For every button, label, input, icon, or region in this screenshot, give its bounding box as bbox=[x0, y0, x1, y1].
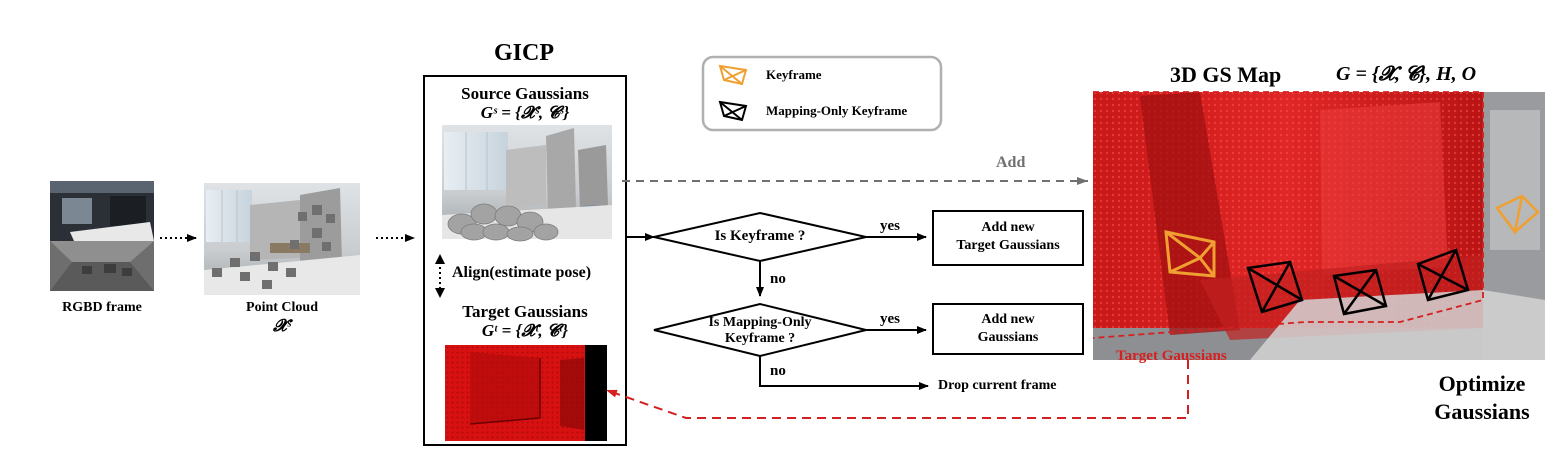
decision1-label: Is Keyframe ? bbox=[714, 228, 806, 244]
box2-line1: Add new bbox=[981, 312, 1035, 327]
align-label: Align(estimate pose) bbox=[452, 264, 592, 281]
optimize-line1: Optimize bbox=[1438, 371, 1526, 396]
no2-label: no bbox=[770, 363, 786, 379]
source-gaussians-image bbox=[442, 125, 612, 242]
yes2-label: yes bbox=[880, 311, 900, 327]
decision2-line2: Keyframe ? bbox=[724, 331, 796, 346]
pointcloud-symbol: 𝓧ˢ bbox=[273, 316, 291, 335]
rgbd-label: RGBD frame bbox=[62, 300, 142, 315]
target-gaussians-formula: Gᵗ = {𝓧ᵗ, 𝓒ᵗ} bbox=[481, 321, 569, 340]
keyframe-legend-icon bbox=[718, 64, 748, 86]
legend-mapping-only-label: Mapping-Only Keyframe bbox=[766, 103, 908, 118]
map-target-label: Target Gaussians bbox=[1116, 348, 1227, 364]
pointcloud-label: Point Cloud bbox=[246, 300, 318, 315]
gicp-box bbox=[423, 75, 627, 446]
add-gaussians-box bbox=[932, 303, 1084, 355]
mapping-only-legend-icon bbox=[718, 100, 748, 122]
source-gaussians-title: Source Gaussians bbox=[461, 84, 589, 103]
pointcloud-image bbox=[204, 183, 360, 295]
rgbd-image bbox=[50, 181, 154, 291]
box1-line1: Add new bbox=[981, 220, 1035, 235]
source-gaussians-formula: Gˢ = {𝓧ˢ, 𝓒ˢ} bbox=[480, 103, 570, 122]
box2-line2: Gaussians bbox=[977, 330, 1039, 345]
gicp-title: GICP bbox=[494, 40, 554, 66]
optimize-line2: Gaussians bbox=[1434, 399, 1530, 424]
legend-box bbox=[701, 55, 943, 132]
target-gaussians-image bbox=[445, 345, 607, 441]
add-label: Add bbox=[996, 154, 1026, 171]
gs-map-image bbox=[1092, 91, 1545, 360]
drop-label: Drop current frame bbox=[938, 378, 1057, 393]
no1-label: no bbox=[770, 271, 786, 287]
map-formula: G = {𝓧, 𝓒}, H, O bbox=[1336, 63, 1477, 85]
box1-line2: Target Gaussians bbox=[956, 238, 1060, 253]
target-gaussians-title: Target Gaussians bbox=[462, 302, 588, 321]
box2-text: Add new Gaussians bbox=[933, 311, 1083, 347]
yes1-label: yes bbox=[880, 218, 900, 234]
box1-text: Add new Target Gaussians bbox=[933, 219, 1083, 255]
add-target-gaussians-box bbox=[932, 210, 1084, 266]
optimize-label: Optimize Gaussians bbox=[1420, 370, 1544, 426]
map-title: 3D GS Map bbox=[1170, 62, 1282, 87]
decision2-line1: Is Mapping-Only bbox=[708, 315, 812, 330]
legend-keyframe-label: Keyframe bbox=[766, 67, 822, 82]
decision2-label: Is Mapping-Only Keyframe ? bbox=[680, 315, 840, 347]
